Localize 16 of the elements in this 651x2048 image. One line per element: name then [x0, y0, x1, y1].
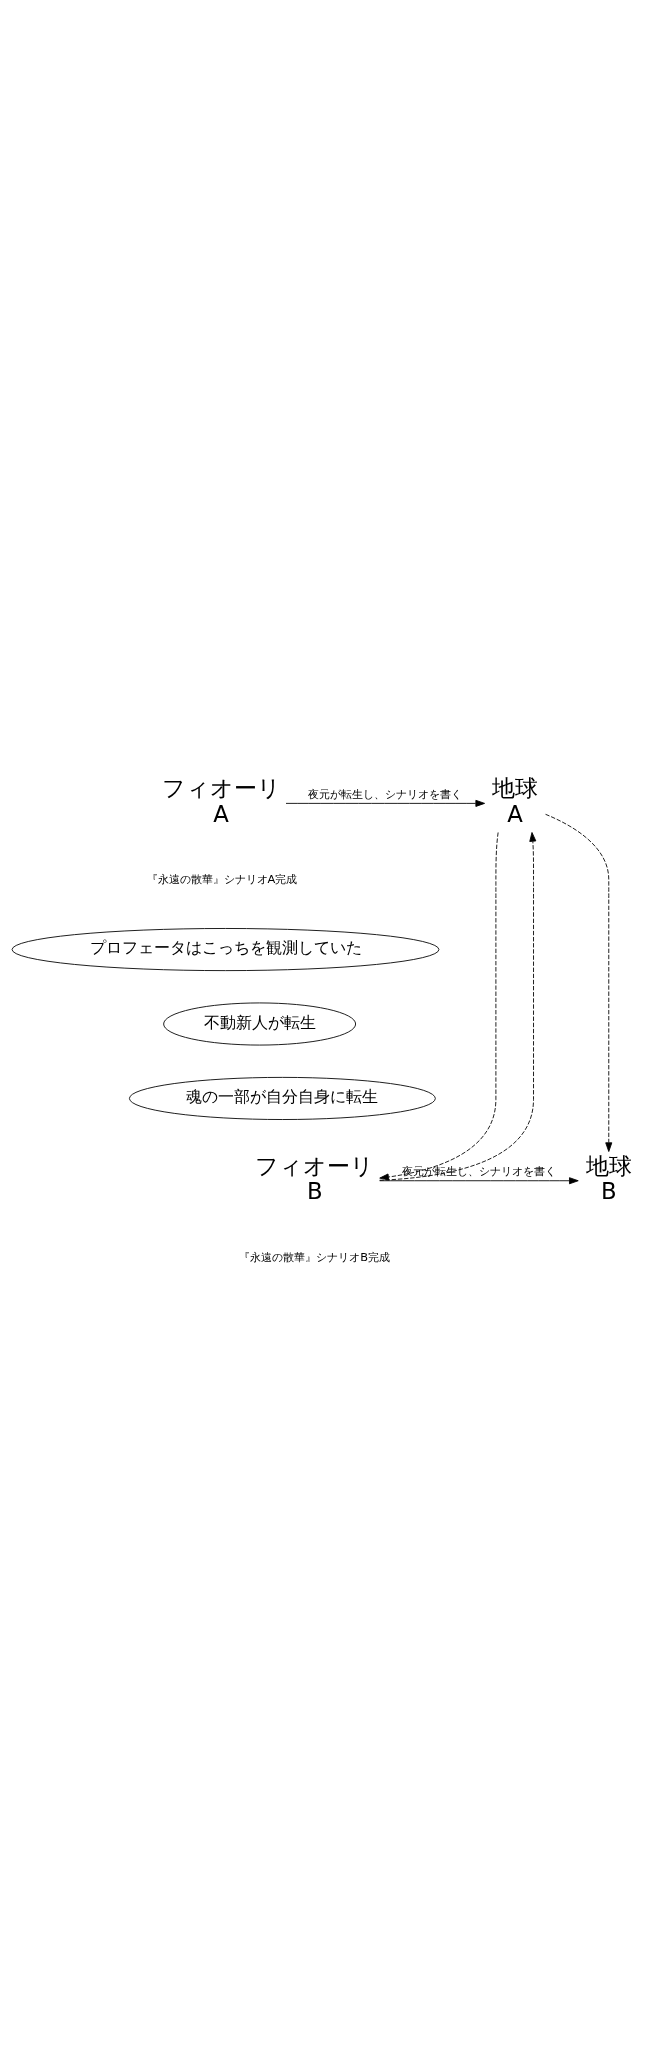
node-text: フィオーリ A	[161, 775, 281, 827]
node-ellipse: 不動新人が転生	[163, 1002, 357, 1046]
node-text: フィオーリ B	[255, 1152, 375, 1204]
node-text: 地球 A	[492, 775, 539, 827]
node-ellipse: プロフェータはこっちを観測していた	[11, 928, 440, 972]
arrow	[545, 813, 613, 1152]
arrow	[379, 832, 499, 1181]
arrow	[379, 832, 537, 1181]
node-ellipse: 魂の一部が自分自身に転生	[128, 1076, 436, 1120]
node-text: 地球 B	[585, 1152, 632, 1204]
edge-label: 夜元が転生し、シナリオを書く	[402, 1163, 557, 1178]
arrow	[379, 1177, 579, 1185]
edge-label: 夜元が転生し、シナリオを書く	[308, 786, 463, 801]
arrow	[285, 799, 486, 807]
label: 『永遠の散華』シナリオA完成	[146, 872, 298, 887]
label: 『永遠の散華』シナリオB完成	[239, 1249, 391, 1264]
